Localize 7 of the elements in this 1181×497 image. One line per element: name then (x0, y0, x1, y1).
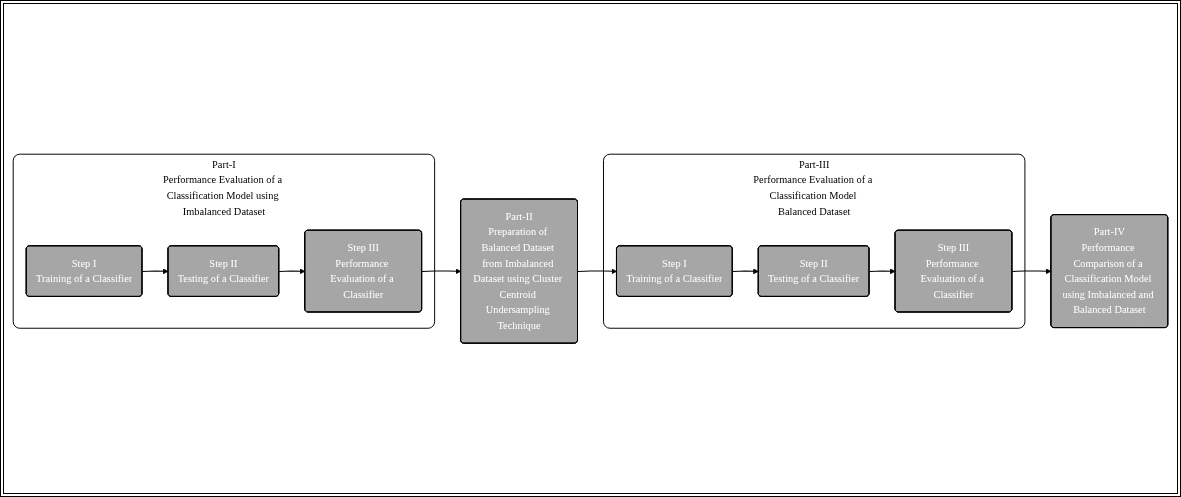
arrow (1011, 268, 1052, 274)
arrow (421, 268, 462, 274)
arrow (868, 268, 896, 274)
arrow (732, 268, 759, 274)
arrow (141, 268, 169, 274)
arrow (577, 268, 618, 274)
arrow (278, 268, 306, 274)
